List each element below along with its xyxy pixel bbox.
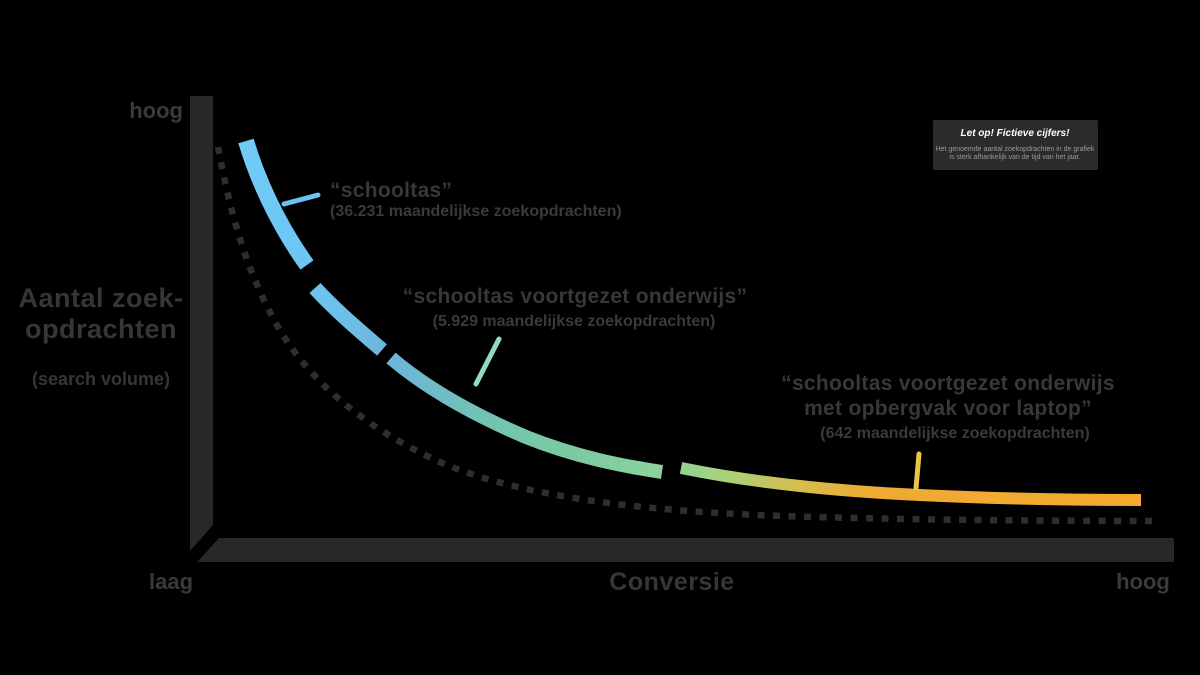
- x-axis-bar: [197, 538, 1174, 562]
- y-axis-bar: [190, 96, 213, 551]
- x-axis-title: Conversie: [609, 568, 734, 596]
- curve-segment-3-teal-green: [386, 352, 664, 479]
- y-axis-subtitle: (search volume): [32, 369, 170, 389]
- annotation-voortgezet-onderwijs-title: “schooltas voortgezet onderwijs”: [403, 285, 748, 308]
- leader-line-voortgezet-onderwijs: [473, 336, 502, 387]
- y-axis-low-label: laag: [149, 569, 193, 594]
- annotation-schooltas-title: “schooltas”: [330, 179, 452, 202]
- leader-line-opbergvak-laptop: [913, 451, 922, 491]
- disclaimer-note-title: Let op! Fictieve cijfers!: [961, 128, 1071, 139]
- annotation-opbergvak-laptop-title-line1: “schooltas voortgezet onderwijs: [781, 372, 1115, 395]
- disclaimer-note: Let op! Fictieve cijfers! Het genoemde a…: [933, 120, 1098, 170]
- disclaimer-note-body-line1: Het genoemde aantal zoekopdrachten in de…: [936, 146, 1095, 153]
- disclaimer-note-background: [933, 120, 1098, 170]
- y-axis-title-line2: opdrachten: [25, 314, 177, 344]
- y-axis-title-line1: Aantal zoek-: [18, 283, 183, 313]
- annotation-voortgezet-onderwijs-subtitle: (5.929 maandelijkse zoekopdrachten): [433, 313, 716, 330]
- annotation-opbergvak-laptop-subtitle: (642 maandelijkse zoekopdrachten): [820, 425, 1089, 442]
- annotation-opbergvak-laptop-title-line2: met opbergvak voor laptop”: [804, 397, 1092, 420]
- x-axis-high-label: hoog: [1116, 569, 1170, 594]
- annotation-schooltas-subtitle: (36.231 maandelijkse zoekopdrachten): [330, 203, 622, 220]
- curve-segment-1-blue: [238, 138, 314, 270]
- curve-segment-2-blue-teal: [309, 282, 387, 356]
- curve-segment-4-green-orange: [679, 462, 1142, 506]
- y-axis-high-label: hoog: [129, 98, 183, 123]
- disclaimer-note-body-line2: is sterk afhankelijk van de tijd van het…: [949, 154, 1080, 161]
- leader-line-schooltas: [281, 192, 321, 207]
